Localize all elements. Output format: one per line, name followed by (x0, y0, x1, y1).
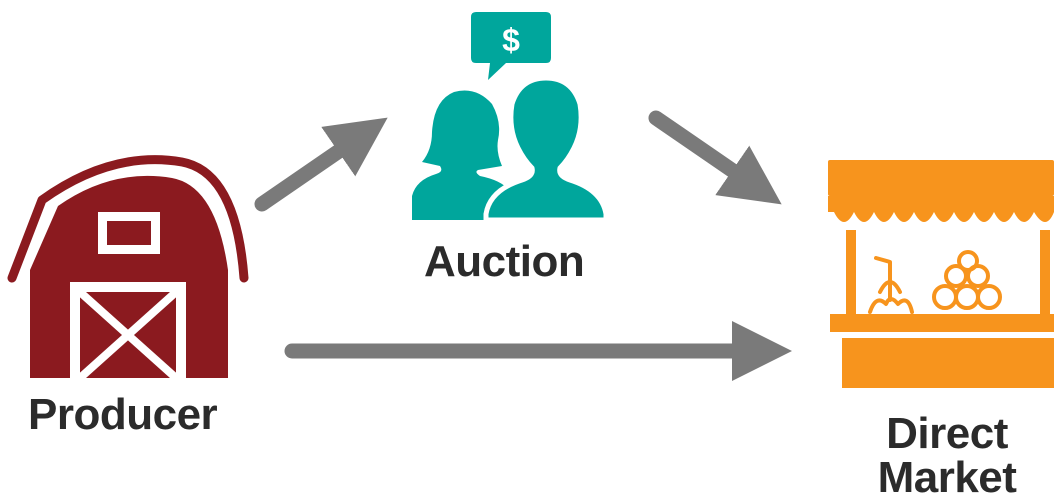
people-with-dollar-speech-bubble-icon: $ (412, 12, 609, 223)
auction-label: Auction (424, 237, 585, 286)
arrow-producer-to-auction (254, 117, 388, 212)
direct-market-label-line2: Market (877, 453, 1017, 502)
direct-market-label: Direct Market (862, 412, 1032, 500)
direct-market-label-line1: Direct (886, 409, 1008, 458)
producer-label: Producer (28, 390, 218, 439)
market-stall-icon (828, 160, 1054, 388)
dollar-sign: $ (502, 22, 520, 58)
arrows (254, 110, 792, 381)
arrow-auction-to-direct-market (648, 110, 782, 205)
barn-icon (7, 155, 249, 381)
